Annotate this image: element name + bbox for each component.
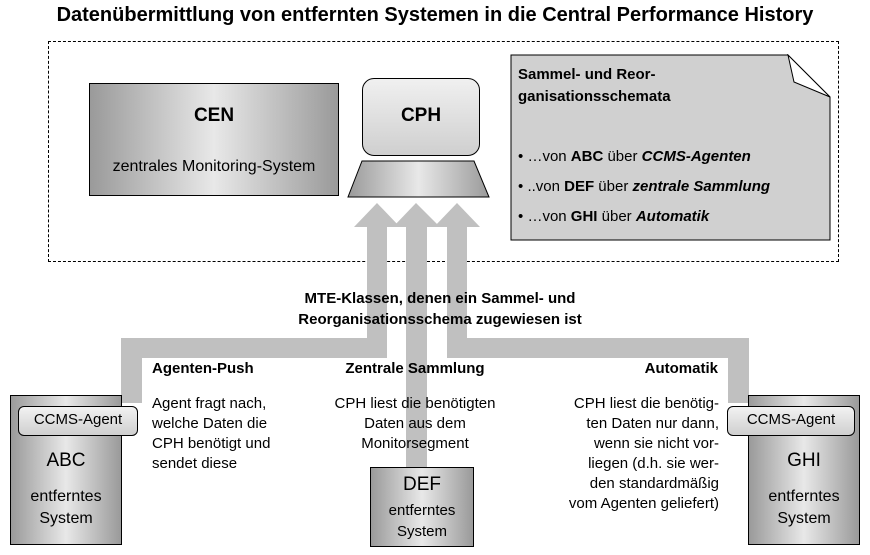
- arrow-3-head: [434, 203, 480, 227]
- note-item-method: zentrale Sammlung: [632, 178, 771, 195]
- central-collection-description: CPH liest die benötigten Daten aus dem M…: [300, 394, 530, 454]
- schemata-note: [510, 54, 831, 241]
- note-item-middle: über: [594, 178, 633, 195]
- note-item-middle: über: [597, 208, 636, 225]
- note-item-method: Automatik: [635, 208, 710, 225]
- mte-label-line2: Reorganisationsschema zugewiesen ist: [298, 311, 582, 328]
- note-bullet: •: [518, 178, 524, 195]
- automatic-line: CPH liest die benötig-: [573, 395, 719, 412]
- note-heading-line2: ganisationsschemata: [518, 88, 671, 105]
- system-abc-name: ABC: [46, 450, 86, 471]
- cph-keyboard-base: [347, 160, 490, 198]
- system-ghi-sub2: System: [777, 510, 831, 527]
- agent-push-line: welche Daten die: [152, 415, 268, 432]
- automatic-line: ten Daten nur dann,: [586, 415, 719, 432]
- note-bullet: •: [518, 208, 524, 225]
- abc-connector-horizontal: [121, 338, 387, 358]
- note-heading-line1: Sammel- und Reor-: [518, 66, 656, 83]
- central-collection-line: CPH liest die benötigten: [334, 395, 496, 412]
- arrow-2-shaft: [406, 226, 427, 469]
- arrow-3-shaft: [447, 226, 467, 358]
- system-def-box: [370, 467, 474, 547]
- abc-ccms-agent: CCMS-Agent: [18, 406, 138, 436]
- automatic-line: wenn sie nicht vor-: [593, 435, 719, 452]
- system-abc-description: entferntes System: [10, 486, 122, 530]
- note-item-abc: • …von ABC über CCMS-Agenten: [518, 146, 828, 176]
- cen-title: CEN: [193, 105, 235, 126]
- note-item-def: • ..von DEF über zentrale Sammlung: [518, 176, 828, 206]
- system-ghi-name: GHI: [787, 450, 821, 471]
- ghi-connector-horizontal: [447, 338, 749, 358]
- system-ghi-description: entferntes System: [748, 486, 860, 530]
- system-abc-sub1: entferntes: [30, 488, 102, 505]
- note-item-system: ABC: [570, 148, 604, 165]
- automatic-description: CPH liest die benötig- ten Daten nur dan…: [510, 394, 719, 514]
- system-def-description: entferntes System: [370, 500, 474, 542]
- central-systems-frame: [48, 41, 839, 262]
- ghi-ccms-agent: CCMS-Agent: [727, 406, 855, 436]
- arrow-1-shaft: [367, 226, 387, 358]
- system-def-sub1: entferntes: [388, 502, 456, 519]
- note-item-ghi: • …von GHI über Automatik: [518, 206, 828, 236]
- note-heading: Sammel- und Reor- ganisationsschemata: [518, 64, 778, 108]
- note-bullet: •: [518, 148, 524, 165]
- central-collection-line: Monitorsegment: [361, 435, 469, 452]
- diagram-title: Datenübermittlung von entfernten Systeme…: [56, 4, 814, 26]
- note-item-prefix: …von: [527, 208, 571, 225]
- cen-box: [89, 83, 339, 196]
- automatic-heading: Automatik: [644, 360, 718, 377]
- note-item-middle: über: [603, 148, 642, 165]
- automatic-line: liegen (d.h. sie wer-: [588, 455, 719, 472]
- agent-push-description: Agent fragt nach, welche Daten die CPH b…: [152, 394, 312, 474]
- cen-subtitle: zentrales Monitoring-System: [112, 158, 316, 175]
- agent-push-heading: Agenten-Push: [152, 360, 254, 377]
- note-item-system: GHI: [570, 208, 598, 225]
- central-collection-heading: Zentrale Sammlung: [345, 360, 485, 377]
- automatic-line: vom Agenten geliefert): [568, 495, 719, 512]
- note-item-prefix: …von: [527, 148, 571, 165]
- arrow-1-head: [354, 203, 400, 227]
- arrow-2-head: [393, 203, 440, 227]
- cph-monitor: [362, 78, 480, 156]
- mte-label-line1: MTE-Klassen, denen ein Sammel- und: [304, 290, 576, 307]
- note-item-list: • …von ABC über CCMS-Agenten • ..von DEF…: [518, 146, 828, 236]
- system-abc-sub2: System: [39, 510, 93, 527]
- agent-push-line: Agent fragt nach,: [152, 395, 267, 412]
- note-item-prefix: ..von: [527, 178, 565, 195]
- agent-push-line: sendet diese: [152, 455, 238, 472]
- mte-label: MTE-Klassen, denen ein Sammel- und Reorg…: [200, 288, 680, 330]
- system-def-sub2: System: [396, 523, 447, 540]
- system-ghi-sub1: entferntes: [768, 488, 840, 505]
- note-item-method: CCMS-Agenten: [641, 148, 751, 165]
- system-def-name: DEF: [403, 474, 441, 495]
- note-item-system: DEF: [564, 178, 595, 195]
- automatic-line: den standardmäßig: [589, 475, 719, 492]
- agent-push-line: CPH benötigt und: [152, 435, 271, 452]
- central-collection-line: Daten aus dem: [364, 415, 466, 432]
- cph-title: CPH: [400, 105, 442, 126]
